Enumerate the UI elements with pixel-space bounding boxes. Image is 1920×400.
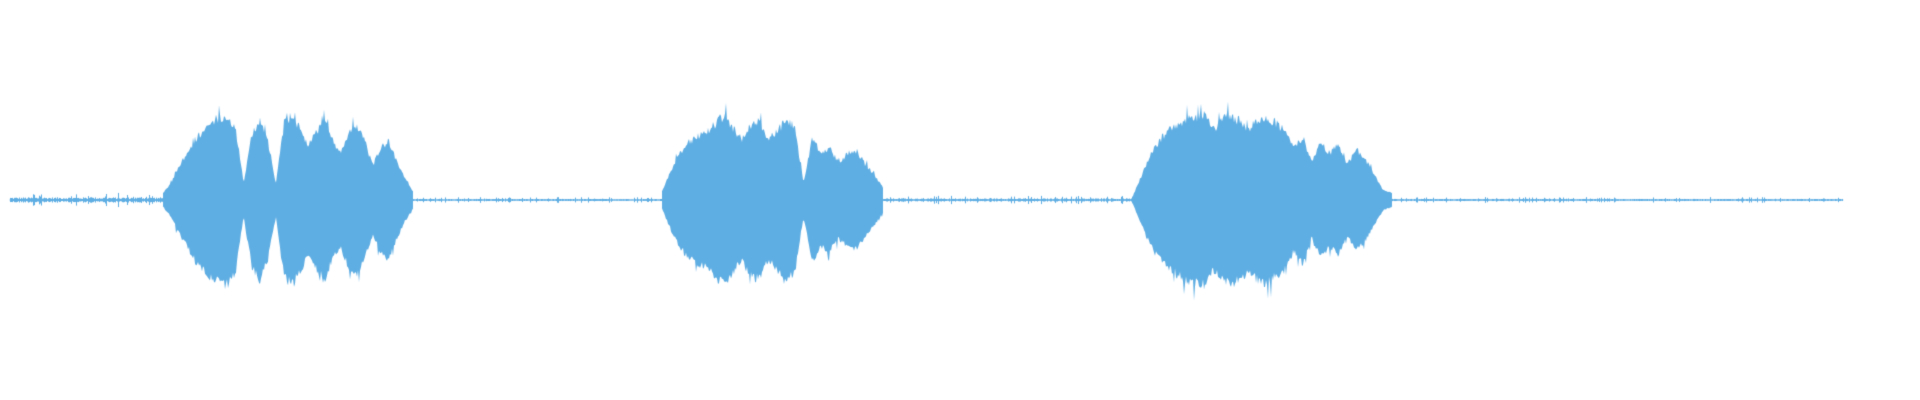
- audio-waveform: [0, 0, 1920, 400]
